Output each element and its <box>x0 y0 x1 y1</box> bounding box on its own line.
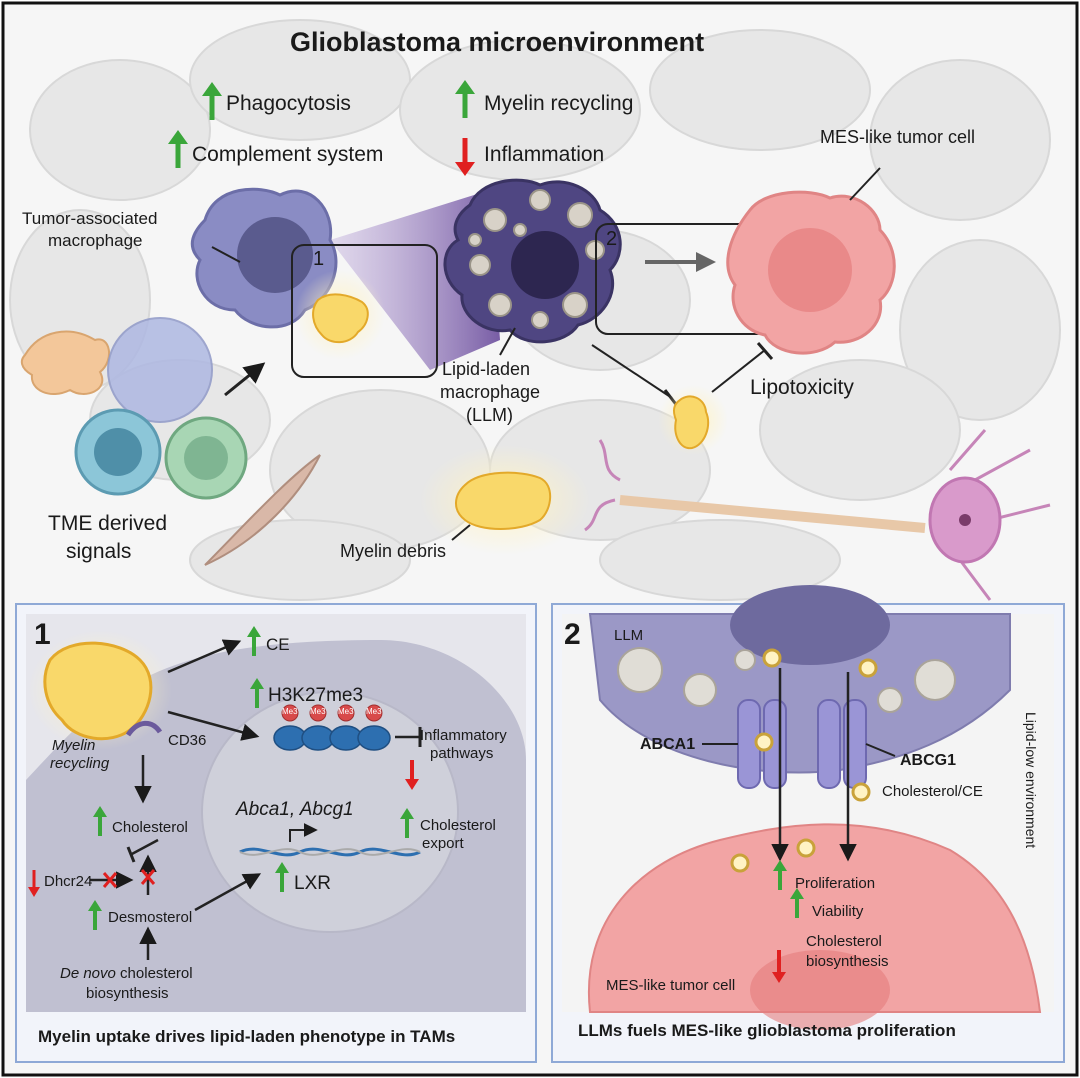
p1-dhcr24: Dhcr24 <box>44 873 93 890</box>
label-tam-1: Tumor-associated <box>22 209 158 228</box>
neuron <box>584 429 1051 601</box>
panel-2-tumor-membrane <box>587 823 1042 1013</box>
effect-phagocytosis: Phagocytosis <box>226 92 351 115</box>
up-arrow-icon <box>400 808 414 838</box>
p2-lipid-low: Lipid-low environment <box>1023 712 1039 849</box>
up-arrow-icon <box>455 80 475 118</box>
me3-label: Me3 <box>338 707 354 716</box>
label-myelin-debris: Myelin debris <box>340 541 447 561</box>
down-arrow-icon <box>772 950 786 983</box>
p2-chol-bio-2: biosynthesis <box>806 953 889 970</box>
inhibit-line-llm <box>591 344 673 399</box>
up-arrow-icon <box>168 130 188 168</box>
effect-inflammation: Inflammation <box>484 143 605 166</box>
llm-cell <box>443 178 622 344</box>
mes-like-tumor-cell <box>726 190 896 355</box>
p1-lxr: LXR <box>294 873 331 894</box>
p1-myelin-rec-1: Myelin <box>52 737 96 754</box>
label-mes-like: MES-like tumor cell <box>820 127 976 147</box>
p2-mes-like: MES-like tumor cell <box>606 977 736 994</box>
effect-complement: Complement system <box>192 143 384 166</box>
panel-2-caption: LLMs fuels MES-like glioblastoma prolife… <box>578 1021 956 1040</box>
p1-chol-export-2: export <box>422 835 464 852</box>
figure-title: Glioblastoma microenvironment <box>290 27 705 57</box>
up-arrow-icon <box>93 806 107 836</box>
me3-label: Me3 <box>282 707 298 716</box>
zoom-marker-2: 2 <box>606 228 618 250</box>
up-arrow-icon <box>247 626 261 656</box>
me3-label: Me3 <box>366 707 382 716</box>
down-arrow-icon <box>405 760 419 790</box>
label-lipotoxicity: Lipotoxicity <box>750 376 854 399</box>
myelin-debris-shape <box>455 471 552 530</box>
up-arrow-icon <box>275 862 289 892</box>
label-tme-2: signals <box>66 540 132 563</box>
tam-cell <box>190 187 338 329</box>
p1-inflammatory-1: Inflammatory <box>420 727 507 744</box>
p2-cholesterol-ce: Cholesterol/CE <box>882 783 983 800</box>
p1-genes: Abca1, Abcg1 <box>236 799 354 820</box>
panel-1-caption: Myelin uptake drives lipid-laden phenoty… <box>38 1027 456 1046</box>
inhibit-line-lipotoxicity <box>711 349 766 393</box>
up-arrow-icon <box>88 900 102 930</box>
label-llm-1: Lipid-laden <box>442 359 531 379</box>
panel-1-nucleus <box>201 691 459 933</box>
up-arrow-icon <box>790 888 804 918</box>
p1-de-novo-line: De novo cholesterol <box>60 965 193 983</box>
p2-llm: LLM <box>614 627 644 644</box>
label-tam-2: macrophage <box>48 231 143 250</box>
p2-abcg1: ABCG1 <box>900 752 957 769</box>
block-icon <box>102 869 156 888</box>
panel-2-number: 2 <box>564 618 581 651</box>
p2-abca1: ABCA1 <box>640 736 696 753</box>
down-arrow-icon <box>28 870 40 897</box>
label-llm-3: (LLM) <box>466 405 514 425</box>
arrow-tme-to-tam <box>224 362 266 397</box>
label-llm-2: macrophage <box>440 382 541 402</box>
p1-myelin-rec-2: recycling <box>50 755 110 772</box>
p1-de-novo: De novo <box>60 965 116 982</box>
up-arrow-icon <box>250 678 264 708</box>
nucleosomes <box>273 704 391 751</box>
up-arrow-icon <box>773 860 787 890</box>
p1-cd36: CD36 <box>168 732 207 749</box>
p1-biosynthesis: biosynthesis <box>86 985 169 1002</box>
p1-h3k27me3: H3K27me3 <box>268 685 364 706</box>
p1-desmosterol: Desmosterol <box>108 909 193 926</box>
zoom-marker-1: 1 <box>313 248 325 270</box>
panel-1-number: 1 <box>34 618 51 651</box>
p2-proliferation: Proliferation <box>795 875 876 892</box>
zoom-box-1 <box>291 244 438 378</box>
p1-inflammatory-2: pathways <box>430 745 494 762</box>
p1-de-novo-rest: cholesterol <box>120 965 193 982</box>
tme-cells <box>20 317 321 566</box>
p1-cholesterol: Cholesterol <box>112 819 188 836</box>
effect-myelin-recycling: Myelin recycling <box>484 92 634 115</box>
up-arrow-icon <box>202 82 222 120</box>
myelin-fragment-lipotoxic <box>672 395 710 450</box>
me3-label: Me3 <box>310 707 326 716</box>
p1-ce: CE <box>266 635 290 654</box>
p2-chol-bio-1: Cholesterol <box>806 933 882 950</box>
label-tme-1: TME derived <box>48 512 168 535</box>
myelin-fragment-tam <box>312 293 369 344</box>
cholesterol-particles <box>730 648 878 873</box>
down-arrow-icon <box>455 138 475 176</box>
p2-viability: Viability <box>812 903 864 920</box>
p1-chol-export-1: Cholesterol <box>420 817 496 834</box>
